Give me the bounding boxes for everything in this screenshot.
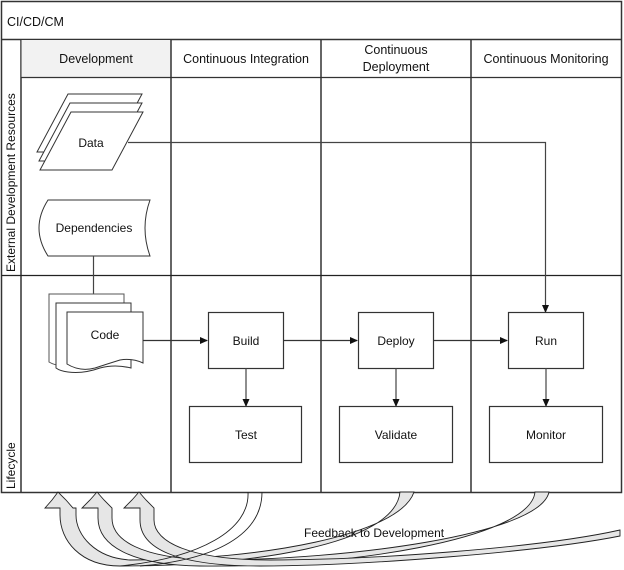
build-label: Build bbox=[233, 334, 260, 348]
data-shape[interactable]: Data bbox=[36, 93, 144, 171]
lane-label-lifecycle: Lifecycle bbox=[4, 442, 18, 489]
data-label: Data bbox=[78, 136, 104, 150]
monitor-box[interactable]: Monitor bbox=[488, 405, 604, 464]
lane-label-external-resources: External Development Resources bbox=[4, 93, 18, 272]
code-label: Code bbox=[91, 328, 120, 342]
run-label: Run bbox=[535, 334, 557, 348]
feedback-arrow-from-deployment bbox=[80, 491, 550, 567]
phase-label-continuous-monitoring: Continuous Monitoring bbox=[483, 52, 608, 66]
monitor-label: Monitor bbox=[526, 428, 566, 442]
connector-data-to-run bbox=[128, 141, 549, 313]
feedback-curve-ci-b bbox=[139, 491, 263, 567]
phase-label-continuous-deployment-1: Continuous bbox=[364, 43, 427, 57]
dependencies-shape[interactable]: Dependencies bbox=[38, 199, 151, 257]
run-box[interactable]: Run bbox=[507, 311, 585, 370]
validate-label: Validate bbox=[375, 428, 418, 442]
feedback-label: Feedback to Development bbox=[304, 526, 445, 540]
phase-header-development bbox=[21, 40, 172, 77]
test-label: Test bbox=[235, 428, 258, 442]
test-box[interactable]: Test bbox=[188, 405, 303, 464]
validate-box[interactable]: Validate bbox=[338, 405, 454, 464]
phase-label-continuous-integration: Continuous Integration bbox=[183, 52, 309, 66]
build-box[interactable]: Build bbox=[207, 311, 285, 370]
deploy-box[interactable]: Deploy bbox=[357, 311, 435, 370]
feedback-arrow-from-integration bbox=[122, 491, 621, 567]
feedback-arrow-from-monitoring bbox=[44, 491, 415, 567]
code-shape[interactable]: Code bbox=[48, 293, 144, 373]
feedback-curve-ci-a bbox=[119, 491, 249, 567]
dependencies-label: Dependencies bbox=[56, 221, 133, 235]
feedback-arrows bbox=[44, 491, 621, 567]
phase-label-development: Development bbox=[59, 52, 133, 66]
phase-label-continuous-deployment-2: Deployment bbox=[363, 60, 430, 74]
pool-title: CI/CD/CM bbox=[7, 15, 64, 29]
deploy-label: Deploy bbox=[377, 334, 414, 348]
